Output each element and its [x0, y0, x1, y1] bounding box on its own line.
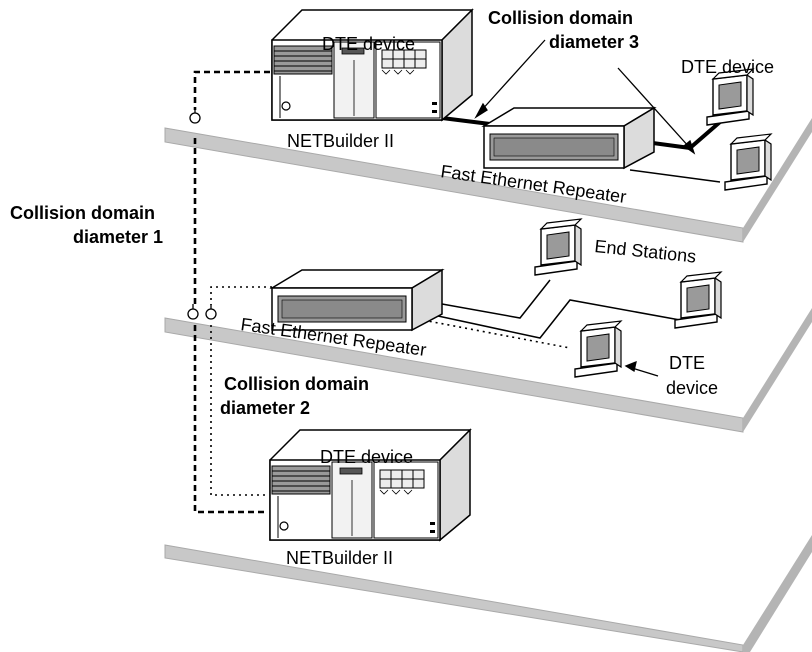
label-cd1-line2: diameter 1 — [73, 227, 163, 247]
cd1-dashed-path — [193, 70, 270, 514]
end-station-1 — [534, 218, 582, 276]
label-cd3-line2: diameter 3 — [549, 32, 639, 52]
end-station-2 — [674, 271, 722, 329]
label-dte-middle-line2: device — [666, 378, 718, 398]
label-dte-device-right: DTE device — [681, 57, 774, 77]
port-top — [189, 107, 201, 124]
label-dte-middle-line1: DTE — [669, 353, 705, 373]
floor-top — [164, 118, 812, 243]
dte-device-middle — [574, 320, 622, 378]
floor-middle — [164, 308, 812, 433]
label-cd2-line2: diameter 2 — [220, 398, 310, 418]
netbuilder-top — [271, 9, 473, 121]
label-dte-device-top: DTE device — [322, 34, 415, 54]
floor-bottom — [164, 535, 812, 652]
cd3-arrows — [474, 39, 696, 155]
label-cd3-line1: Collision domain — [488, 8, 633, 28]
dte-mid-arrow — [624, 360, 659, 377]
label-end-stations: End Stations — [594, 236, 698, 267]
port-mid-1 — [187, 303, 199, 320]
repeater-top — [483, 107, 655, 169]
label-cd2-line1: Collision domain — [224, 374, 369, 394]
cd2-dotted-path — [210, 286, 571, 496]
label-netbuilder-top: NETBuilder II — [287, 131, 394, 151]
dte-device-top-right-2 — [724, 133, 772, 191]
label-cd1-line1: Collision domain — [10, 203, 155, 223]
label-dte-device-bottom: DTE device — [320, 447, 413, 467]
port-mid-2 — [205, 303, 217, 320]
thin-links-mid — [437, 279, 681, 339]
label-netbuilder-bottom: NETBuilder II — [286, 548, 393, 568]
thin-link-top — [629, 169, 721, 183]
dte-device-top-right — [706, 68, 754, 126]
